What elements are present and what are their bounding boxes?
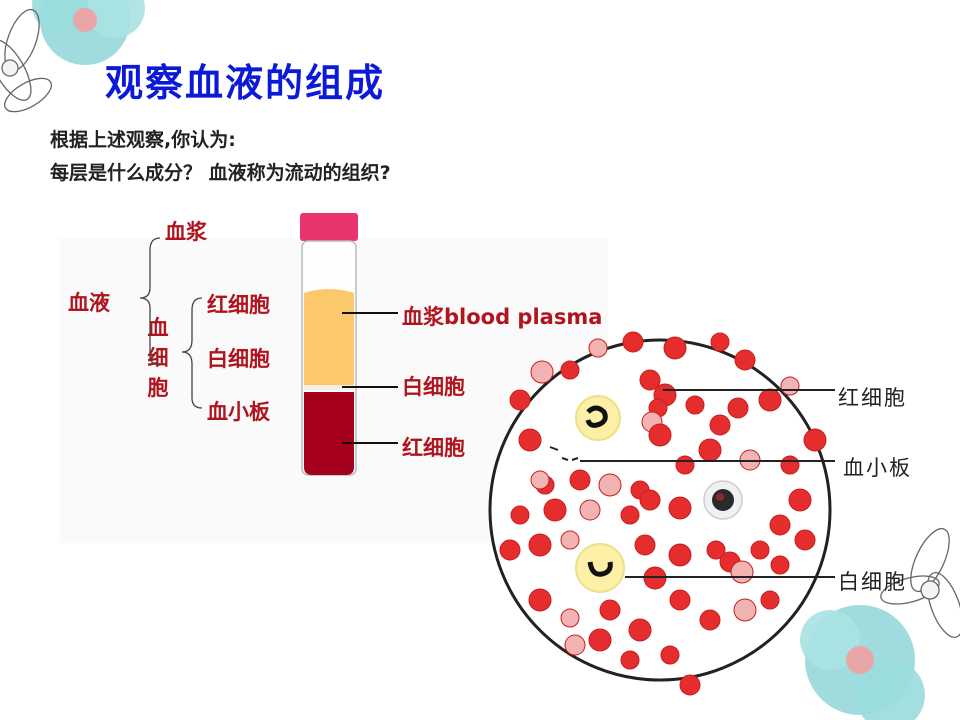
red-blood-cell — [528, 588, 552, 612]
tree-red-cells: 红细胞 — [207, 293, 270, 317]
question-line-2: 每层是什么成分？ 血液称为流动的组织? — [50, 162, 391, 184]
red-blood-cell — [560, 608, 580, 628]
red-blood-cell — [760, 590, 780, 610]
tree-blood-cells: 血细胞 — [147, 316, 169, 400]
red-blood-cell — [758, 388, 782, 412]
flower-outline-icon — [0, 8, 52, 113]
red-blood-cell — [588, 628, 612, 652]
red-blood-cell — [663, 336, 687, 360]
red-cell-layer — [304, 392, 354, 475]
red-blood-cell — [730, 560, 754, 584]
red-blood-cell — [598, 473, 622, 497]
red-blood-cell — [706, 540, 726, 560]
tube-cap — [300, 213, 358, 241]
red-blood-cell — [788, 488, 812, 512]
plasma-layer — [304, 289, 354, 385]
red-blood-cells — [499, 331, 827, 696]
red-blood-cell — [769, 514, 791, 536]
red-blood-cell — [699, 609, 721, 631]
red-blood-cell — [560, 360, 580, 380]
red-blood-cell — [780, 376, 800, 396]
question-line-1: 根据上述观察,你认为: — [50, 129, 236, 151]
red-blood-cell — [803, 428, 827, 452]
decorative-flowers-bottom-right — [800, 527, 960, 720]
brace-cells — [181, 297, 203, 409]
red-blood-cell — [698, 438, 722, 462]
red-blood-cell — [710, 332, 730, 352]
red-blood-cell — [499, 539, 521, 561]
red-blood-cell — [660, 645, 680, 665]
white-blood-cell-2 — [575, 543, 625, 593]
red-blood-cell — [727, 397, 749, 419]
red-blood-cell — [639, 369, 661, 391]
tree-braces — [139, 237, 203, 409]
red-blood-cell — [685, 395, 705, 415]
tube-label-white: 白细胞 — [402, 375, 465, 399]
red-blood-cell — [620, 650, 640, 670]
red-blood-cell — [560, 530, 580, 550]
flower-icon — [800, 605, 925, 720]
red-blood-cell — [564, 634, 586, 656]
circle-label-platelet: 血小板 — [843, 456, 912, 480]
red-blood-cell — [770, 555, 790, 575]
red-blood-cell — [669, 589, 691, 611]
brace-main — [139, 237, 161, 366]
red-blood-cell — [599, 599, 621, 621]
red-blood-cell — [569, 469, 591, 491]
circle-label-white: 白细胞 — [838, 570, 907, 594]
red-blood-cell — [733, 598, 757, 622]
tube-label-red: 红细胞 — [402, 436, 465, 460]
white-blood-cell-1 — [575, 395, 621, 441]
red-blood-cell — [648, 423, 672, 447]
red-blood-cell — [528, 533, 552, 557]
red-blood-cell — [668, 496, 692, 520]
red-blood-cell — [543, 498, 567, 522]
red-blood-cell — [668, 543, 692, 567]
red-blood-cell — [628, 618, 652, 642]
white-cell-layer — [304, 385, 354, 390]
tree-platelets: 血小板 — [207, 400, 270, 424]
flower-icon — [32, 0, 145, 65]
red-blood-cell — [510, 505, 530, 525]
red-blood-cell — [579, 499, 601, 521]
white-blood-cell-3 — [703, 480, 743, 520]
flower-outline-icon — [880, 527, 960, 638]
microscope-field — [488, 338, 832, 682]
page-title: 观察血液的组成 — [105, 61, 386, 105]
tree-root-blood: 血液 — [68, 291, 110, 315]
red-blood-cell — [622, 331, 644, 353]
red-blood-cell — [709, 414, 731, 436]
microscope-view — [488, 331, 835, 696]
red-blood-cell — [530, 470, 550, 490]
tree-white-cells: 白细胞 — [207, 347, 270, 371]
red-blood-cell — [588, 338, 608, 358]
red-blood-cell — [518, 428, 542, 452]
decorative-flowers-top-left — [0, 0, 145, 113]
red-blood-cell — [679, 674, 701, 696]
red-blood-cell — [639, 489, 661, 511]
red-blood-cell — [530, 360, 554, 384]
red-blood-cell — [620, 505, 640, 525]
red-blood-cell — [509, 389, 531, 411]
red-blood-cell — [780, 455, 800, 475]
tube-label-plasma: 血浆blood plasma — [402, 305, 603, 329]
red-blood-cell — [634, 534, 656, 556]
red-blood-cell — [734, 349, 756, 371]
red-blood-cell — [675, 455, 695, 475]
tree-plasma: 血浆 — [165, 220, 207, 244]
circle-label-red: 红细胞 — [838, 386, 907, 410]
red-blood-cell — [794, 529, 816, 551]
red-blood-cell — [750, 540, 770, 560]
platelets — [549, 446, 579, 461]
test-tube-diagram — [300, 213, 398, 476]
